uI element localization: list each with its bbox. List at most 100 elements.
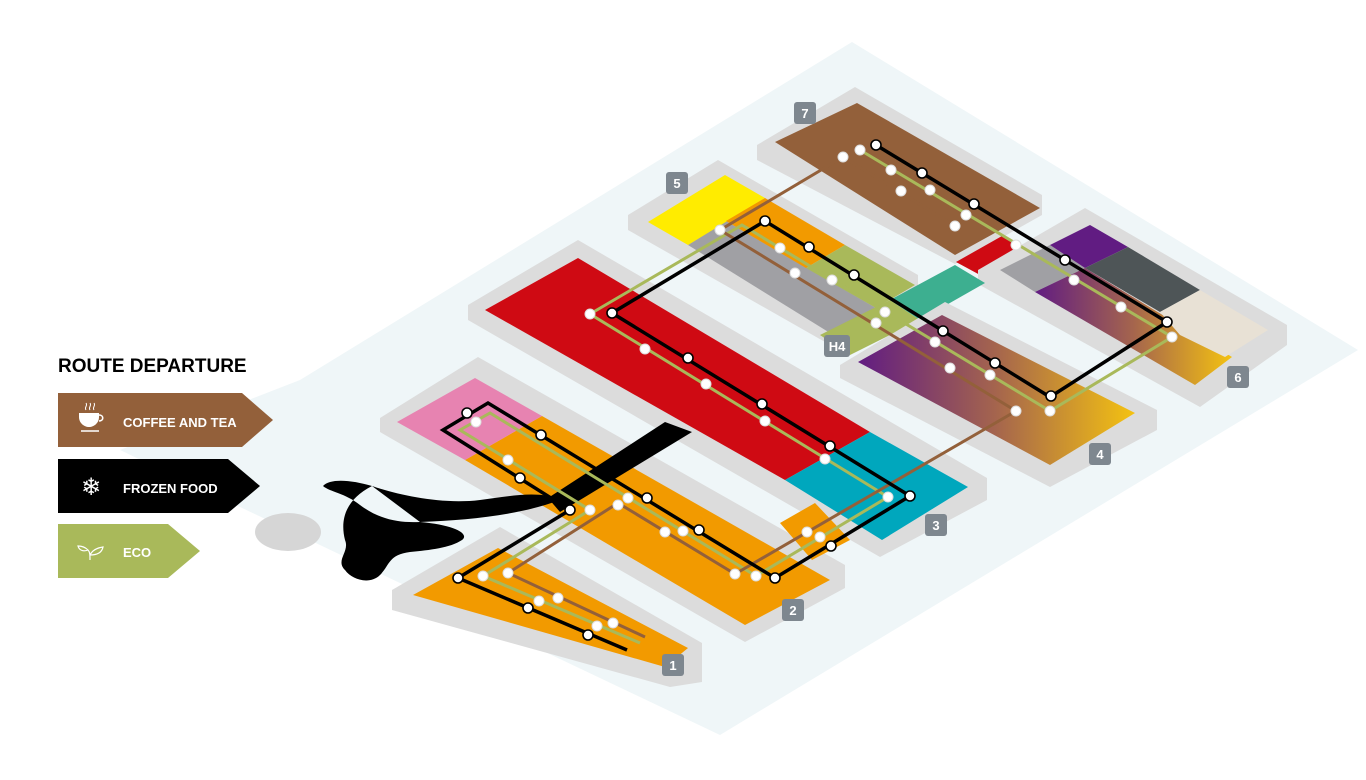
route-stop-frozen-food[interactable]: [824, 440, 836, 452]
route-stop-frozen-food[interactable]: [1045, 390, 1057, 402]
route-stop-eco[interactable]: [774, 242, 786, 254]
route-stop-eco[interactable]: [854, 144, 866, 156]
route-stop-frozen-food[interactable]: [1161, 316, 1173, 328]
route-stop-eco[interactable]: [879, 306, 891, 318]
zone-badge-4[interactable]: 4: [1089, 443, 1111, 465]
route-stop-eco[interactable]: [814, 531, 826, 543]
route-stop-eco[interactable]: [1115, 301, 1127, 313]
route-stop-coffee-and-tea[interactable]: [949, 220, 961, 232]
route-stop-frozen-food[interactable]: [693, 524, 705, 536]
zone-5-green: [806, 245, 915, 308]
route-stop-frozen-food[interactable]: [904, 490, 916, 502]
route-stop-frozen-food[interactable]: [535, 429, 547, 441]
route-stop-eco[interactable]: [826, 274, 838, 286]
route-stop-coffee-and-tea[interactable]: [944, 362, 956, 374]
route-stop-eco[interactable]: [591, 620, 603, 632]
route-stop-frozen-food[interactable]: [682, 352, 694, 364]
route-stop-frozen-food[interactable]: [916, 167, 928, 179]
route-stop-frozen-food[interactable]: [514, 472, 526, 484]
legend-item-coffee-and-tea[interactable]: COFFEE AND TEA: [58, 393, 273, 447]
zone-5-grey: [688, 221, 876, 333]
route-stop-coffee-and-tea[interactable]: [552, 592, 564, 604]
route-stop-eco[interactable]: [882, 491, 894, 503]
route-stop-frozen-food[interactable]: [870, 139, 882, 151]
zone-6-darkgrey: [1085, 247, 1200, 312]
zone-badge-label: 2: [789, 603, 796, 618]
route-stop-eco[interactable]: [584, 504, 596, 516]
legend-tag-frozen: [58, 459, 260, 513]
zone-badge-7[interactable]: 7: [794, 102, 816, 124]
route-stop-eco[interactable]: [1044, 405, 1056, 417]
route-stop-eco[interactable]: [759, 415, 771, 427]
route-stop-coffee-and-tea[interactable]: [607, 617, 619, 629]
route-stop-coffee-and-tea[interactable]: [1010, 405, 1022, 417]
route-frozen-food: [439, 139, 1173, 652]
route-stop-eco[interactable]: [960, 209, 972, 221]
route-stop-eco[interactable]: [502, 454, 514, 466]
route-stop-coffee-and-tea[interactable]: [714, 224, 726, 236]
route-stop-frozen-food[interactable]: [848, 269, 860, 281]
route-stop-coffee-and-tea[interactable]: [612, 499, 624, 511]
route-stop-frozen-food[interactable]: [1059, 254, 1071, 266]
route-stop-eco[interactable]: [677, 525, 689, 537]
route-stop-eco[interactable]: [1010, 239, 1022, 251]
coffee-cup-icon: [79, 402, 104, 432]
zone-badge-bg: [794, 102, 816, 124]
route-stop-eco[interactable]: [622, 492, 634, 504]
route-stop-frozen-food[interactable]: [606, 307, 618, 319]
route-stop-frozen-food[interactable]: [522, 602, 534, 614]
route-stop-frozen-food[interactable]: [582, 629, 594, 641]
route-stop-frozen-food[interactable]: [756, 398, 768, 410]
zone-badge-1[interactable]: 1: [662, 654, 684, 676]
route-stop-frozen-food[interactable]: [452, 572, 464, 584]
route-stop-coffee-and-tea[interactable]: [729, 568, 741, 580]
route-stop-eco[interactable]: [470, 416, 482, 428]
route-stop-coffee-and-tea[interactable]: [801, 526, 813, 538]
route-stop-eco[interactable]: [819, 453, 831, 465]
zone-badge-3[interactable]: 3: [925, 514, 947, 536]
route-stop-eco[interactable]: [700, 378, 712, 390]
route-stop-frozen-food[interactable]: [769, 572, 781, 584]
route-stop-eco[interactable]: [639, 343, 651, 355]
spill-shape: [323, 422, 692, 581]
legend-label-frozen: FROZEN FOOD: [123, 481, 218, 496]
zone-badge-label: 6: [1234, 370, 1241, 385]
route-stop-coffee-and-tea[interactable]: [837, 151, 849, 163]
route-stop-eco[interactable]: [885, 164, 897, 176]
zone-2-pink: [397, 378, 542, 460]
route-stop-eco[interactable]: [533, 595, 545, 607]
legend-tag-eco: [58, 524, 200, 578]
zone-badge-bg: [1089, 443, 1111, 465]
zone-5-yellow: [648, 175, 765, 245]
route-stop-eco[interactable]: [984, 369, 996, 381]
route-stop-frozen-food[interactable]: [759, 215, 771, 227]
route-stop-frozen-food[interactable]: [461, 407, 473, 419]
route-stop-coffee-and-tea[interactable]: [789, 267, 801, 279]
route-stop-eco[interactable]: [1166, 331, 1178, 343]
route-stop-frozen-food[interactable]: [564, 504, 576, 516]
legend-item-eco[interactable]: ECO: [58, 524, 200, 578]
route-stop-frozen-food[interactable]: [937, 325, 949, 337]
zone-badge-2[interactable]: 2: [782, 599, 804, 621]
route-stop-coffee-and-tea[interactable]: [870, 317, 882, 329]
route-stop-eco[interactable]: [750, 570, 762, 582]
route-stop-coffee-and-tea[interactable]: [659, 526, 671, 538]
zone-badge-h4[interactable]: H4: [824, 335, 850, 357]
route-stop-frozen-food[interactable]: [803, 241, 815, 253]
route-stop-eco[interactable]: [929, 336, 941, 348]
route-stop-frozen-food[interactable]: [968, 198, 980, 210]
route-stop-coffee-and-tea[interactable]: [502, 567, 514, 579]
route-stop-eco[interactable]: [477, 570, 489, 582]
route-stop-frozen-food[interactable]: [825, 540, 837, 552]
route-stop-frozen-food[interactable]: [641, 492, 653, 504]
route-stop-coffee-and-tea[interactable]: [895, 185, 907, 197]
legend-item-frozen-food[interactable]: ❄ FROZEN FOOD: [58, 459, 260, 513]
zone-badge-5[interactable]: 5: [666, 172, 688, 194]
route-stop-eco[interactable]: [584, 308, 596, 320]
zone-badge-bg: [662, 654, 684, 676]
zone-badge-6[interactable]: 6: [1227, 366, 1249, 388]
route-stop-eco[interactable]: [1068, 274, 1080, 286]
route-stop-frozen-food[interactable]: [989, 357, 1001, 369]
route-stop-eco[interactable]: [924, 184, 936, 196]
